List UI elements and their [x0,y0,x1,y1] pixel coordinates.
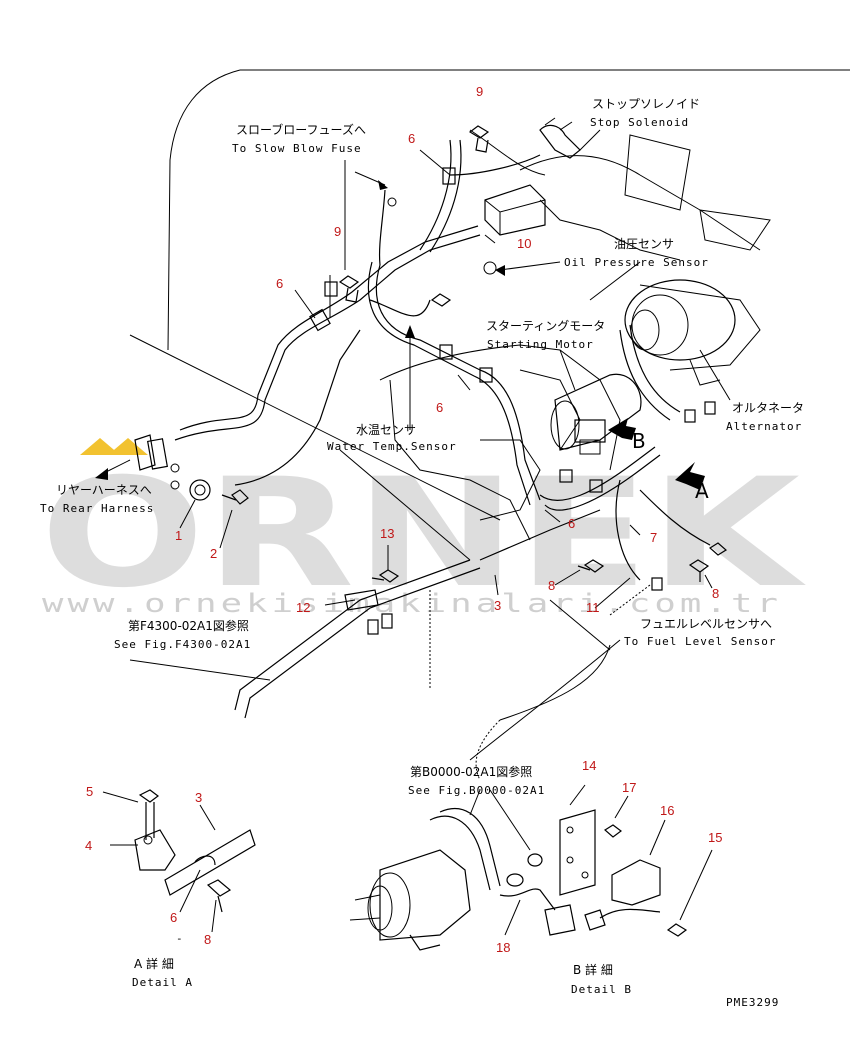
bolt-icon [577,559,605,573]
chassis-outline [129,69,850,781]
view-b-arrow-icon [608,418,636,440]
part-number-1: 1 [175,528,182,543]
starting-motor-icon [550,373,642,455]
see-b0000-label-jp: 第B0000-02A1図参照 [410,764,532,779]
see-f4300-label-jp: 第F4300-02A1図参照 [128,618,249,633]
starting-motor-label-jp: スターティングモータ [486,319,605,333]
part-number-6: 6 [276,276,283,291]
bolt-icon [708,542,728,556]
water-temp-label-jp: 水温センサ [356,423,416,437]
detail-a-label-en: Detail A [132,976,193,989]
part-number-8: 8 [548,578,555,593]
part-number-6: 6 [568,516,575,531]
drawing-number: PME3299 [726,996,779,1009]
view-a-label: A [695,479,709,503]
stop-solenoid-icon [539,117,581,159]
alternator-label-en: Alternator [726,420,802,433]
part-number-3: 3 [195,790,202,805]
part-numbers: 9 6 9 10 6 6 1 2 13 6 7 12 3 8 11 8 14 5… [85,84,722,955]
part-number-8: 8 [204,932,211,947]
rear-harness-label-en: To Rear Harness [40,502,154,515]
detail-b [349,784,713,951]
part-number-5: 5 [86,784,93,799]
part-number-14: 14 [582,758,596,773]
bolt-icon [371,569,400,583]
clamps [134,167,716,635]
part-number-17: 17 [622,780,636,795]
bolt-icon [688,559,710,582]
detail-a-dash: - [176,932,184,945]
fuel-level-label-jp: フュエルレベルセンサへ [640,617,772,631]
part-number-13: 13 [380,526,394,541]
fuel-level-label-en: To Fuel Level Sensor [624,635,776,648]
detail-b-label-jp: B 詳 細 [573,962,613,977]
slow-blow-fuse-label-en: To Slow Blow Fuse [232,142,362,155]
bolts [189,125,728,583]
rear-harness-label-jp: リヤーハーネスへ [56,483,152,497]
detail-b-label-en: Detail B [571,983,632,996]
part-number-6: 6 [436,400,443,415]
part-number-2: 2 [210,546,217,561]
stop-solenoid-label-en: Stop Solenoid [590,116,689,129]
part-number-10: 10 [517,236,531,251]
part-number-3: 3 [494,598,501,613]
see-b0000-label-en: See Fig.B0000-02A1 [408,784,545,797]
callout-labels: スローブローフューズへ To Slow Blow Fuse ストップソレノイド … [40,97,804,1009]
view-a-arrow-icon [675,462,705,490]
alternator-label-jp: オルタネータ [732,401,804,415]
starting-motor-label-en: Starting Motor [487,338,594,351]
part-number-12: 12 [296,600,310,615]
oil-pressure-label-jp: 油圧センサ [614,237,674,251]
relay-box-icon [484,184,546,236]
part-number-7: 7 [650,530,657,545]
part-number-18: 18 [496,940,510,955]
watermark-accent-icon [80,438,120,455]
part-number-9: 9 [334,224,341,239]
watermark-accent-icon-2 [108,438,148,455]
view-arrows: A B [608,418,709,503]
watermark: ORNEK www.ornekisimakinalari.com.tr [40,438,806,621]
watermark-brand: ORNEK [40,447,806,621]
main-harness [174,139,711,719]
part-number-6: 6 [408,131,415,146]
part-number-4: 4 [85,838,92,853]
detail-a-label-jp: A 詳 細 [134,956,174,971]
bolt-icon [338,275,360,303]
view-b-label: B [632,429,646,453]
engine-block [379,129,771,541]
oil-pressure-label-en: Oil Pressure Sensor [564,256,709,269]
part-number-6: 6 [170,910,177,925]
bolt-icon [430,293,452,307]
part-number-8: 8 [712,586,719,601]
alternator-icon [624,279,761,386]
slow-blow-fuse-label-jp: スローブローフューズへ [236,122,366,137]
stop-solenoid-label-jp: ストップソレノイド [592,97,700,111]
watermark-site: www.ornekisimakinalari.com.tr [42,589,782,619]
bolt-icon [468,125,490,153]
bolt-icon [221,489,249,505]
water-temp-label-en: Water Temp.Sensor [327,440,457,453]
leader-lines [95,129,731,721]
part-number-15: 15 [708,830,722,845]
part-number-9: 9 [476,84,483,99]
see-f4300-label-en: See Fig.F4300-02A1 [114,638,251,651]
part-number-11: 11 [586,600,600,615]
detail-a [102,789,256,933]
part-number-16: 16 [660,803,674,818]
